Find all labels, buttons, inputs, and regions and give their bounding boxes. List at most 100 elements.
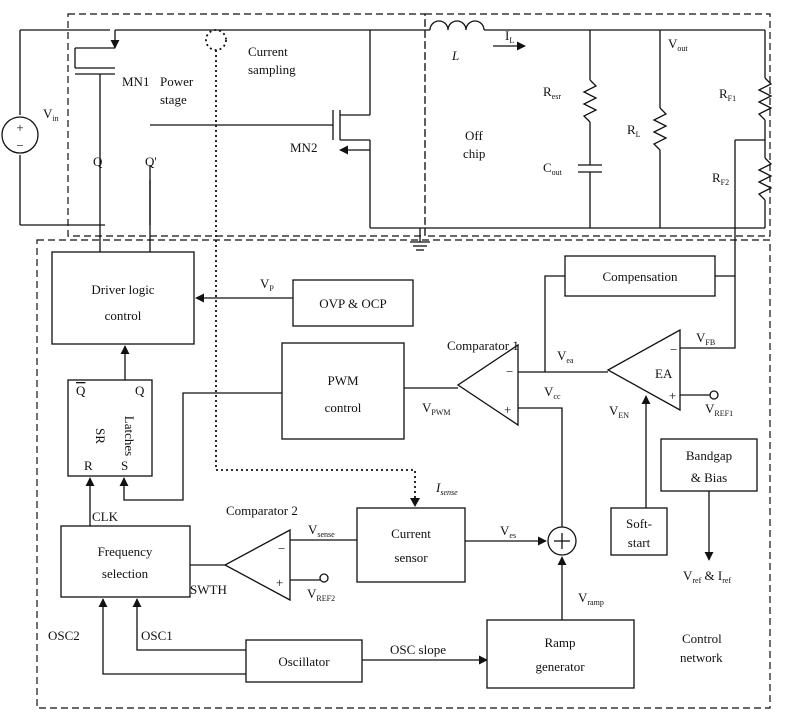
power-stage-label-1: Power xyxy=(160,74,194,89)
current-sampling-path xyxy=(215,50,416,506)
rf2-label: RF2 xyxy=(712,170,729,187)
comparator-1 xyxy=(456,343,519,427)
oscillator-label: Oscillator xyxy=(278,654,330,669)
current-sampling-label-2: sampling xyxy=(248,62,296,77)
svg-text:+: + xyxy=(276,575,283,590)
sr-latches-block xyxy=(67,379,153,477)
latch-r: R xyxy=(84,458,93,473)
ramp-generator-label-2: generator xyxy=(535,659,585,674)
comparator-2 xyxy=(223,528,291,602)
frequency-selection-label-2: selection xyxy=(102,566,149,581)
pwm-to-latch-wire xyxy=(119,392,282,501)
off-chip-region xyxy=(424,13,771,237)
vin-source: + − Vin xyxy=(1,29,110,226)
latch-latches-label: Latches xyxy=(122,416,137,456)
vfb-wire xyxy=(680,276,736,349)
latch-q: Q xyxy=(135,383,145,398)
current-sensor-label-2: sensor xyxy=(394,550,428,565)
pwm-control-label-2: control xyxy=(325,400,362,415)
ovp-ocp-block xyxy=(292,279,414,327)
rl-label: RL xyxy=(627,122,641,139)
inductor-label: L xyxy=(451,48,459,63)
pwm-control-label-1: PWM xyxy=(327,373,359,388)
latch-sr-label: SR xyxy=(93,428,108,444)
ovp-ocp-label: OVP & OCP xyxy=(319,296,386,311)
soft-start-label-1: Soft- xyxy=(626,516,652,531)
frequency-selection-label-1: Frequency xyxy=(98,544,153,559)
osc1-label: OSC1 xyxy=(141,628,173,643)
vref-iref-label: Vref & Iref xyxy=(683,568,731,585)
inductor-l xyxy=(429,20,485,31)
control-network-label-2: network xyxy=(680,650,723,665)
vfb-label: VFB xyxy=(696,330,715,347)
svg-text:+: + xyxy=(504,402,511,417)
bandgap-bias-block xyxy=(660,438,758,492)
driver-logic-label-1: Driver logic xyxy=(91,282,154,297)
current-sensor-label-1: Current xyxy=(391,526,431,541)
vsense-label: Vsense xyxy=(308,522,335,539)
mn2-label: MN2 xyxy=(290,140,317,155)
osc2-label: OSC2 xyxy=(48,628,80,643)
driver-logic-label-2: control xyxy=(105,308,142,323)
svg-text:−: − xyxy=(278,541,285,556)
comparator-2-label: Comparator 2 xyxy=(226,503,298,518)
resr-cout-branch: Resr Cout xyxy=(543,30,602,228)
cout-label: Cout xyxy=(543,160,563,177)
pwm-control-block xyxy=(281,342,405,440)
svg-text:+: + xyxy=(16,120,23,135)
latch-s: S xyxy=(121,458,128,473)
power-stage-label-2: stage xyxy=(160,92,187,107)
osc-slope-label: OSC slope xyxy=(390,642,446,657)
ea-amplifier xyxy=(606,328,681,412)
vramp-label: Vramp xyxy=(578,590,604,607)
sampling-point xyxy=(205,29,227,51)
bandgap-label-2: & Bias xyxy=(691,470,727,485)
vref1-terminal xyxy=(709,390,719,400)
clk-label: CLK xyxy=(92,509,119,524)
driver-logic-block xyxy=(51,251,195,345)
bandgap-label-1: Bandgap xyxy=(686,448,732,463)
vin-label: Vin xyxy=(43,106,59,123)
q-prime-label: Q' xyxy=(145,154,157,169)
oscillator-block xyxy=(245,639,363,683)
latch-q-bar: Q xyxy=(76,383,86,398)
svg-text:−: − xyxy=(16,138,23,153)
comparator-1-label: Comparator 1 xyxy=(447,338,519,353)
soft-start-label-2: start xyxy=(628,535,651,550)
ramp-generator-block xyxy=(486,619,635,689)
mn1-transistor: MN1 xyxy=(74,30,149,225)
q-label: Q xyxy=(93,154,103,169)
resr-label: Resr xyxy=(543,84,561,101)
control-network-label-1: Control xyxy=(682,631,722,646)
control-network-region xyxy=(36,239,771,709)
ramp-generator-label-1: Ramp xyxy=(544,635,575,650)
vpwm-label: VPWM xyxy=(422,400,451,417)
soft-start-block xyxy=(610,507,668,556)
current-sensor-block xyxy=(356,507,466,583)
ves-label: Ves xyxy=(500,523,516,540)
vref2-label: VREF2 xyxy=(307,586,335,603)
rl-branch: RL Vout xyxy=(627,30,688,228)
mn2-transistor: MN2 xyxy=(150,30,371,165)
osc2-wire xyxy=(98,598,246,675)
isense-label: Isense xyxy=(435,480,458,497)
vp-label: VP xyxy=(260,276,274,293)
svg-text:+: + xyxy=(669,388,676,403)
vout-label: Vout xyxy=(668,36,688,53)
current-sampling-label-1: Current xyxy=(248,44,288,59)
vref1-label: VREF1 xyxy=(705,401,733,418)
frequency-selection-block xyxy=(60,525,191,598)
off-chip-label-1: Off xyxy=(465,128,483,143)
vcc-label: Vcc xyxy=(544,384,561,401)
summing-junction xyxy=(547,526,577,556)
compensation-block xyxy=(564,255,716,297)
il-label: IL xyxy=(505,28,514,45)
off-chip-label-2: chip xyxy=(463,146,485,161)
swth-label: SWTH xyxy=(190,582,227,597)
compensation-label: Compensation xyxy=(602,269,678,284)
svg-text:−: − xyxy=(506,364,513,379)
vref2-terminal xyxy=(319,573,329,583)
mn1-label: MN1 xyxy=(122,74,149,89)
feedback-divider: RF1 RF2 xyxy=(712,30,773,270)
